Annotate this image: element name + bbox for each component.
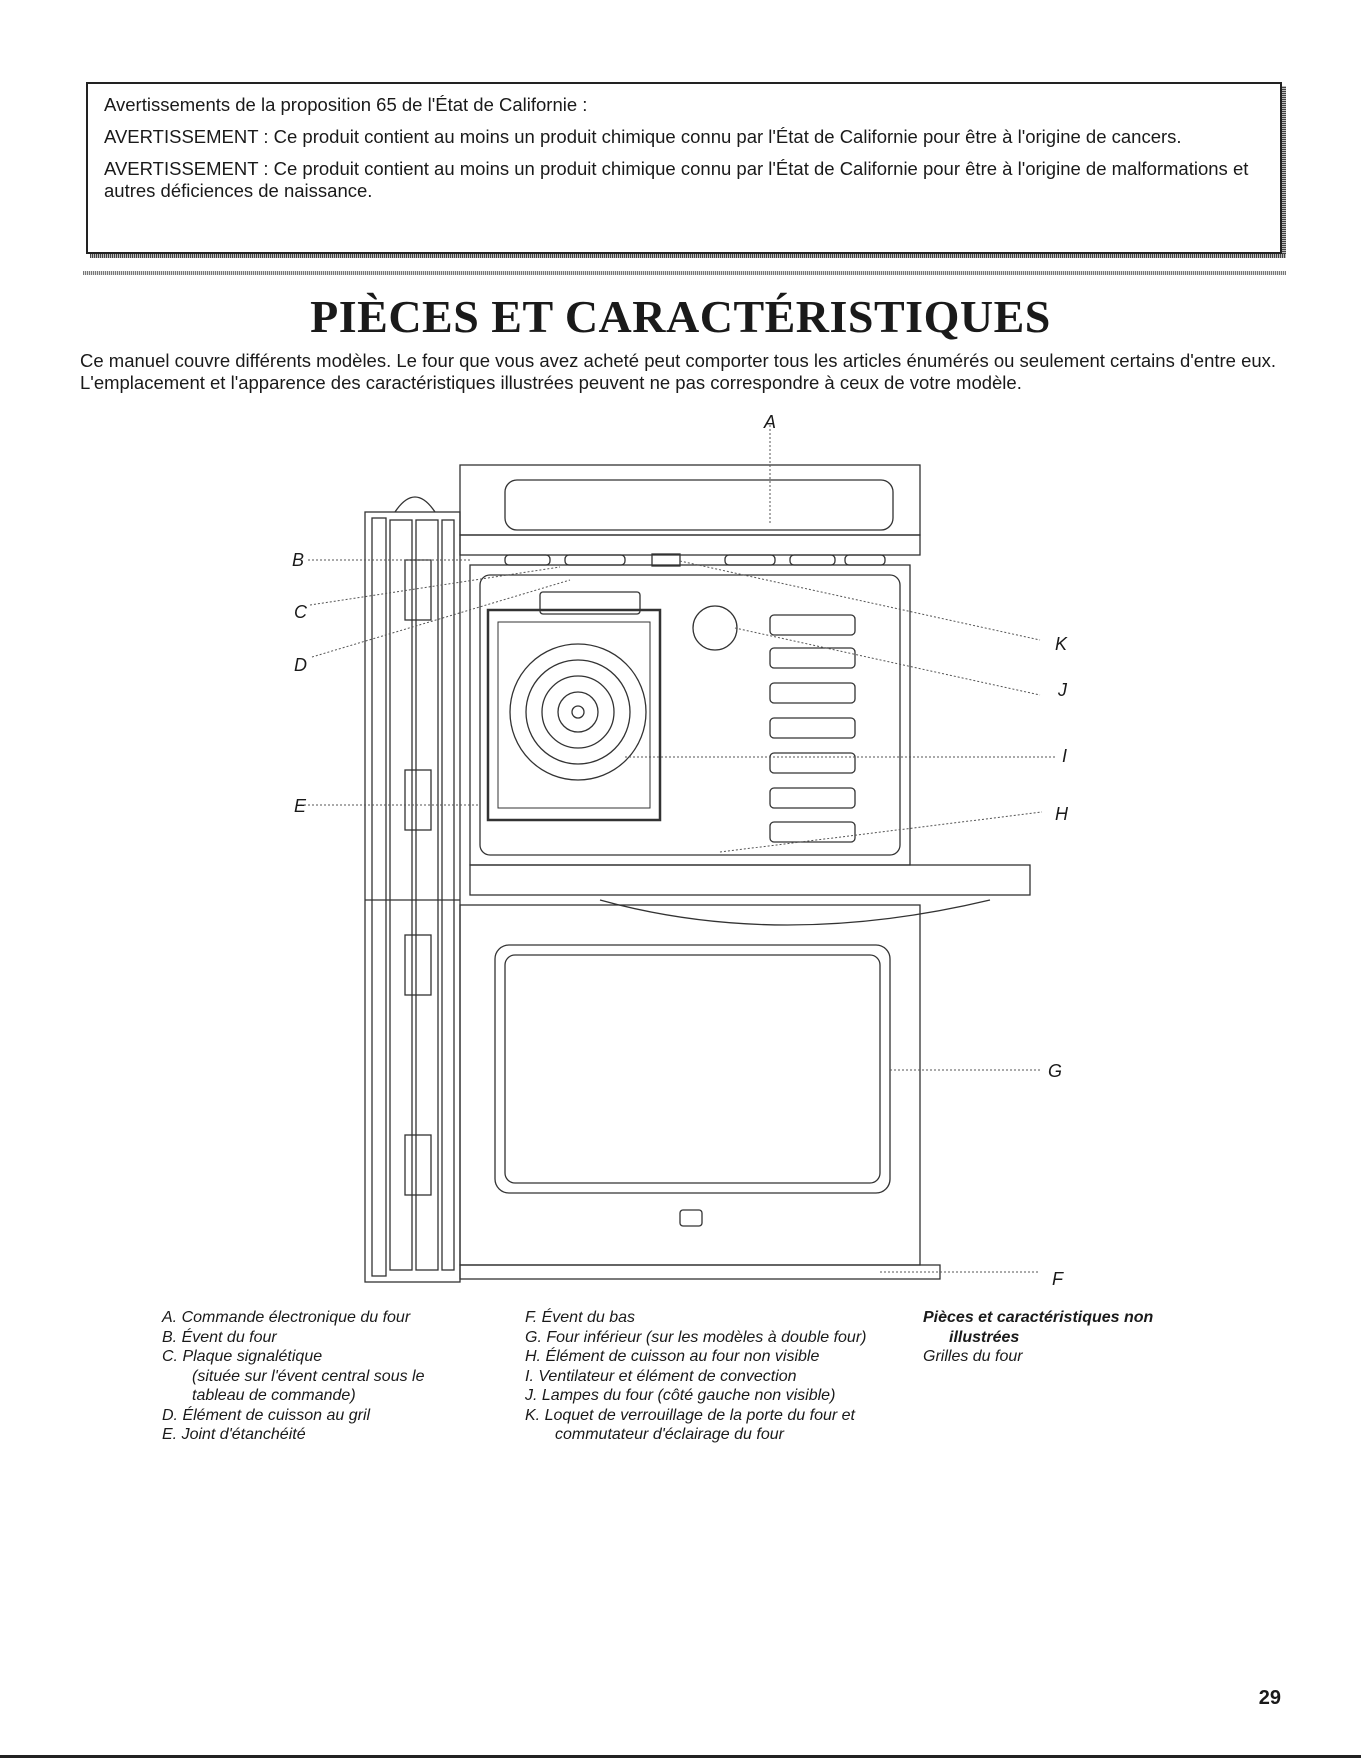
label-k: K — [1055, 634, 1068, 654]
rack-supports — [769, 614, 856, 843]
label-e: E — [294, 796, 307, 816]
legend-b: B. Évent du four — [162, 1328, 277, 1346]
section-divider — [83, 271, 1286, 275]
legend-k-detail: commutateur d'éclairage du four — [555, 1426, 784, 1443]
legend-c-detail-1: (située sur l'évent central sous le — [192, 1367, 425, 1385]
box-shadow-bottom — [90, 254, 1286, 258]
oven-side-trim — [364, 496, 461, 1283]
legend-c-detail-2: tableau de commande) — [192, 1387, 356, 1404]
legend-c: C. Plaque signalétique — [162, 1348, 323, 1365]
label-b: B — [292, 550, 304, 570]
page-number: 29 — [1258, 1687, 1281, 1709]
legend-column-2: F. Évent du bas G. Four inférieur (sur l… — [525, 1308, 866, 1445]
label-f: F — [1052, 1269, 1064, 1289]
page-bottom-rule — [0, 1755, 1361, 1758]
box-shadow-right — [1282, 86, 1286, 258]
legend-column-3: Pièces et caractéristiques non illustrée… — [923, 1308, 1153, 1367]
legend-a: A. Commande électronique du four — [162, 1309, 411, 1326]
label-a: A — [763, 412, 776, 432]
label-d: D — [294, 655, 307, 675]
not-shown-oven-racks: Grilles du four — [923, 1348, 1023, 1365]
bottom-vent — [459, 1264, 941, 1280]
not-shown-heading-2: illustrées — [949, 1328, 1020, 1346]
upper-oven-door — [469, 864, 1031, 926]
label-g: G — [1048, 1061, 1062, 1081]
oven-vent — [504, 553, 886, 567]
legend-k: K. Loquet de verrouillage de la porte du… — [525, 1406, 855, 1424]
warning-heading: Avertissements de la proposition 65 de l… — [104, 94, 588, 115]
control-panel — [459, 464, 921, 556]
lower-oven — [459, 904, 921, 1266]
legend-g: G. Four inférieur (sur les modèles à dou… — [525, 1328, 867, 1346]
page-title: PIÈCES ET CARACTÉRISTIQUES — [310, 291, 1051, 342]
convection-fan — [509, 643, 647, 781]
legend-i: I. Ventilateur et élément de convection — [525, 1367, 797, 1385]
label-j: J — [1057, 680, 1068, 700]
label-i: I — [1062, 746, 1067, 766]
warning-birth-defects: AVERTISSEMENT : Ce produit contient au m… — [104, 158, 1249, 201]
intro-paragraph: Ce manuel couvre différents modèles. Le … — [80, 350, 1277, 393]
label-c: C — [294, 602, 308, 622]
leader-lines — [300, 425, 1055, 1273]
label-h: H — [1055, 804, 1069, 824]
legend-j: J. Lampes du four (côté gauche non visib… — [525, 1387, 836, 1404]
legend-column-1: A. Commande électronique du four B. Éven… — [162, 1308, 425, 1445]
legend-f: F. Évent du bas — [525, 1309, 635, 1326]
prop65-warning-box: Avertissements de la proposition 65 de l… — [86, 82, 1286, 258]
oven-diagram: A B C D E F G H I J K — [292, 412, 1069, 1289]
broil-element — [486, 608, 662, 822]
warning-cancer: AVERTISSEMENT : Ce produit contient au m… — [104, 126, 1182, 147]
legend-e: E. Joint d'étanchéité — [162, 1426, 306, 1443]
not-shown-heading: Pièces et caractéristiques non — [923, 1309, 1154, 1326]
legend-h: H. Élément de cuisson au four non visibl… — [525, 1348, 820, 1365]
legend-d: D. Élément de cuisson au gril — [162, 1406, 371, 1424]
